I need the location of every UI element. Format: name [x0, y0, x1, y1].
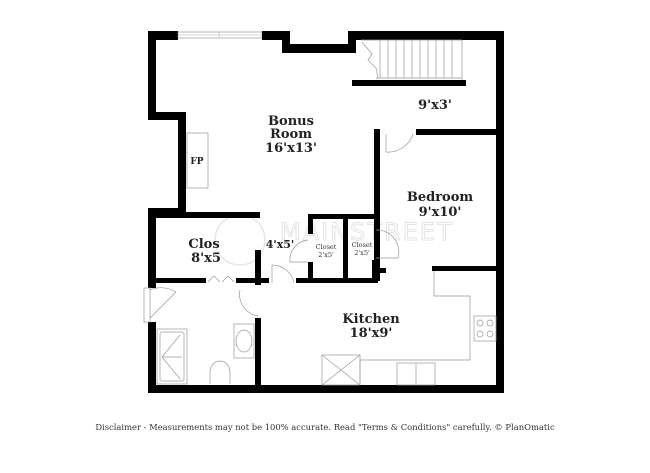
fireplace: FP: [186, 132, 209, 189]
bedroom-dims: 9'x10': [419, 205, 462, 220]
closet-1-name: Closet: [316, 243, 337, 251]
bonus-room-name: Bonus: [268, 114, 314, 129]
bonus-room-name-2: Room: [270, 127, 312, 142]
kitchen-dims: 18'x9': [350, 326, 393, 341]
bedroom-name: Bedroom: [407, 190, 474, 205]
closet-large-dims: 8'x5: [191, 251, 221, 266]
bath-fixtures: [156, 323, 255, 385]
bonus-room-dims: 16'x13': [265, 141, 317, 156]
closet-2-dims: 2'x5': [354, 249, 370, 257]
disclaimer-text: Disclaimer - Measurements may not be 100…: [95, 422, 555, 432]
closet-2-name: Closet: [352, 241, 373, 249]
kitchen-name: Kitchen: [342, 312, 400, 327]
landing-dims: 9'x3': [418, 98, 452, 113]
doors: [143, 133, 414, 323]
hall-dims: 4'x5': [266, 238, 295, 251]
closet-large-name: Clos: [188, 237, 219, 252]
staircase: [361, 39, 463, 80]
watermark: MAINSTREET: [214, 214, 452, 266]
walls: [148, 31, 504, 393]
fireplace-label: FP: [190, 157, 203, 167]
kitchen-fixtures: [321, 271, 497, 386]
room-labels: Bonus Room 16'x13' 9'x3' Bedroom 9'x10' …: [188, 98, 473, 341]
closet-1-dims: 2'x5': [318, 251, 334, 259]
